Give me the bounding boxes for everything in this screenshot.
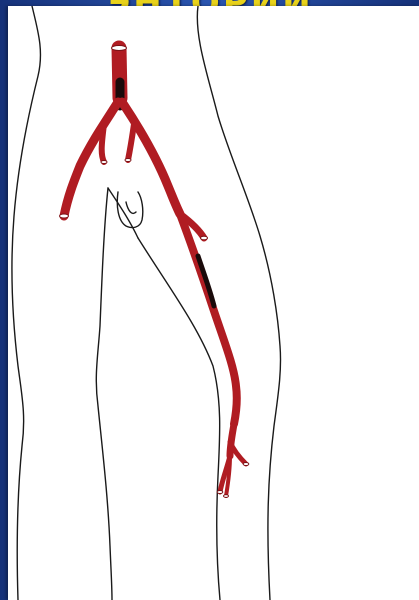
- left-leg-inner-contour: [96, 188, 112, 600]
- anterior-tibial-cut-end: [243, 463, 249, 466]
- leg-arteries-illustration: [8, 6, 419, 600]
- left-internal-iliac-cut-end: [101, 161, 107, 164]
- aorta-cut-end: [112, 46, 127, 51]
- left-iliac-cut-end: [60, 214, 69, 218]
- profunda-femoris-cut-end: [201, 236, 208, 240]
- superficial-femoral-artery: [180, 214, 237, 424]
- right-internal-iliac-branch: [128, 124, 134, 160]
- arteries: [64, 48, 246, 496]
- right-internal-iliac-cut-end: [125, 159, 131, 162]
- left-internal-iliac-branch: [102, 124, 104, 162]
- illustration-panel: [8, 6, 419, 600]
- left-iliac-artery: [64, 102, 118, 216]
- genital-outline-inner: [126, 202, 136, 213]
- vessel-cut-ends: [60, 46, 249, 498]
- body-outline: [12, 6, 281, 600]
- left-leg-outer-contour: [12, 6, 41, 600]
- posterior-tibial-cut-end: [224, 495, 229, 498]
- peroneal-cut-end: [217, 491, 223, 494]
